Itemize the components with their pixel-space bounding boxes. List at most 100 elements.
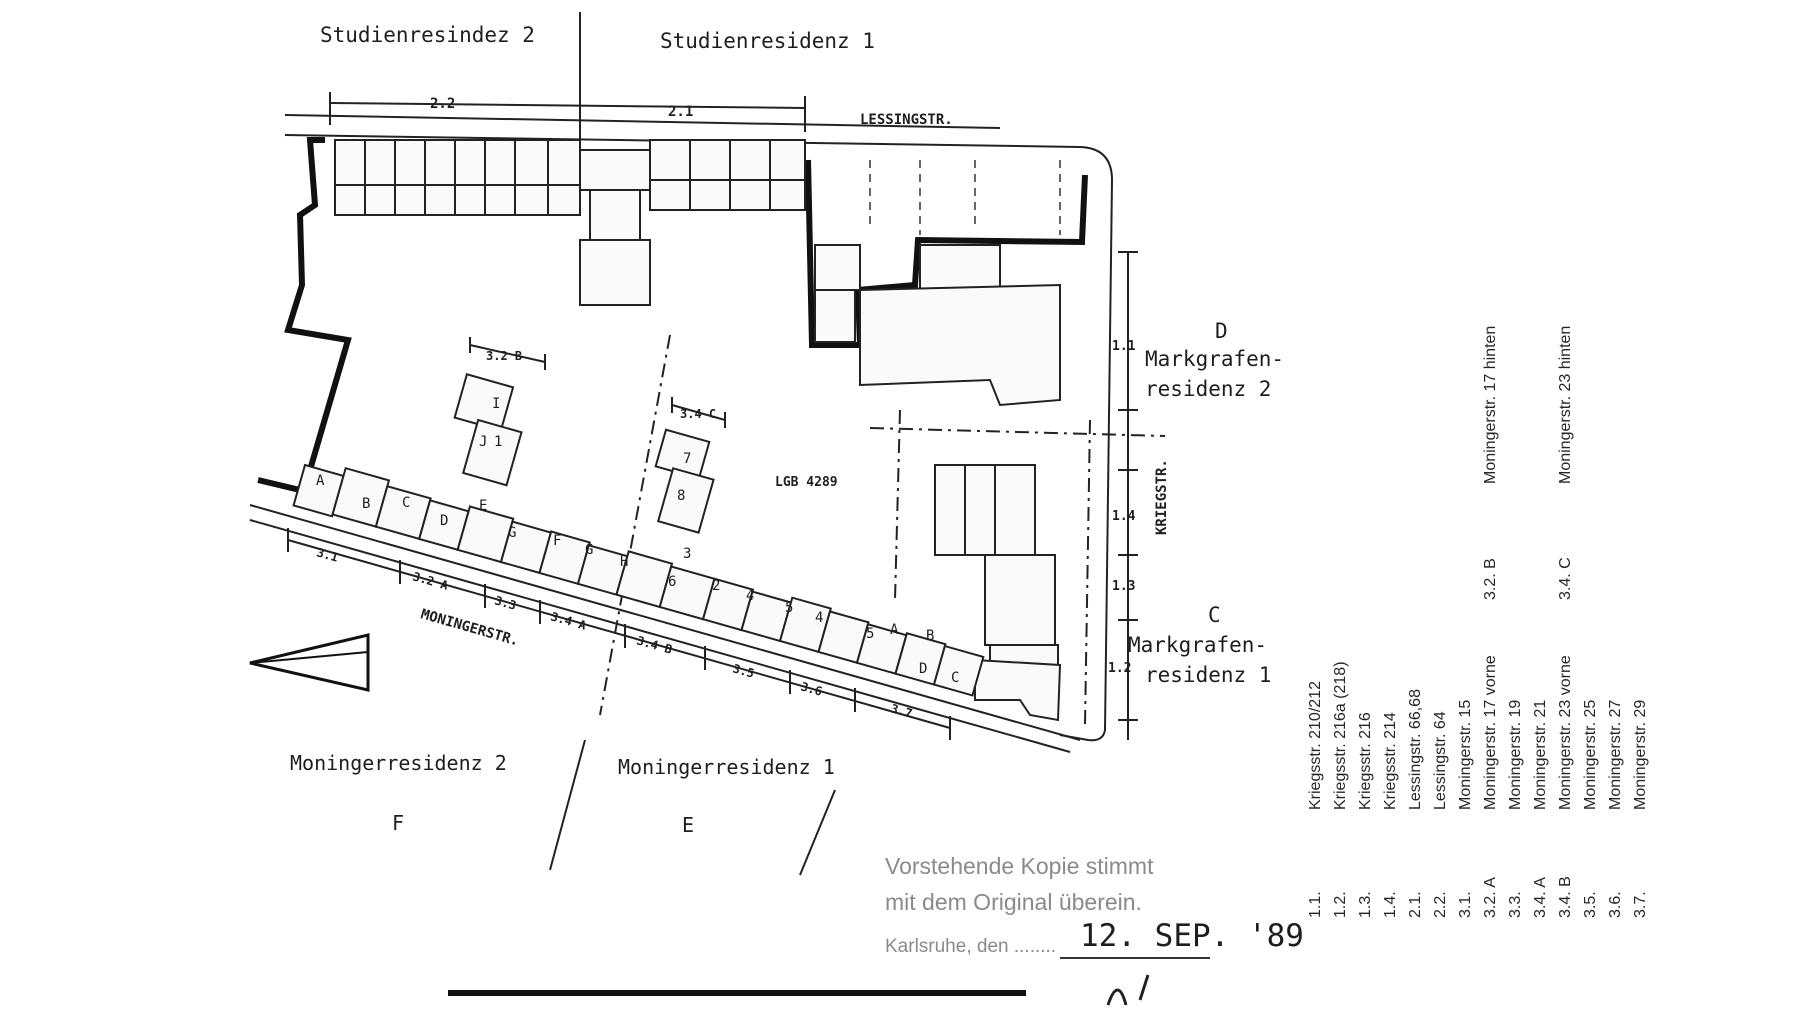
- markgrafen-2-letter: D: [1215, 319, 1228, 343]
- legend-address: Kriegsstr. 210/212: [1307, 681, 1324, 810]
- stamp-line3: Karlsruhe, den ........: [885, 936, 1056, 957]
- legend-address: Moningerstr. 29: [1632, 700, 1649, 810]
- unit-letters: A B C D E G F G H I J 7 8 3 6 2 4 5 4 5 …: [316, 396, 959, 686]
- moningerstr-label: MONINGERSTR.: [419, 606, 521, 649]
- unit-letter: 4: [746, 588, 754, 604]
- moningerresidenz-1-letter: E: [682, 813, 694, 837]
- legend-number: 2.1.: [1407, 891, 1424, 918]
- legend-number: 3.7.: [1632, 891, 1649, 918]
- unit-letter: D: [440, 513, 448, 529]
- north-arrow-stem: [249, 651, 369, 664]
- unit-letter: 3: [683, 546, 691, 562]
- stamp-date: 12. SEP. '89: [1080, 918, 1304, 954]
- unit-letter: E: [479, 498, 487, 514]
- segment-3-5-label: 3.5: [731, 661, 756, 680]
- legend-address: Kriegsstr. 216: [1357, 712, 1374, 810]
- legend-number: 3.3.: [1507, 891, 1524, 918]
- signature-mark: [1106, 974, 1150, 1006]
- moninger-buildings: [292, 463, 985, 697]
- legend-address: Moningerstr. 15: [1457, 700, 1474, 810]
- studienresidenz-2-label: Studienresindez 2: [320, 23, 535, 47]
- unit-letter: C: [402, 495, 410, 511]
- unit-letter: G: [585, 542, 593, 558]
- legend-number: 3.4. A: [1532, 877, 1549, 918]
- segment-3-4c-tag: 3.4 C: [680, 407, 716, 421]
- moningerresidenz-2-label: Moningerresidenz 2: [290, 751, 507, 775]
- bottom-dimension-line: [287, 528, 951, 740]
- legend-address: Moningerstr. 21: [1532, 700, 1549, 810]
- legend-number: 3.1.: [1457, 891, 1474, 918]
- legend-address: Lessingstr. 66,68: [1407, 689, 1424, 810]
- unit-letter: I: [492, 396, 500, 412]
- legend-extra-address: Moningerstr. 17 hinten: [1482, 326, 1499, 484]
- legend-number: 3.5.: [1582, 891, 1599, 918]
- unit-letter: 2: [712, 578, 720, 594]
- markgrafen-2-line1: Markgrafen-: [1145, 347, 1284, 371]
- unit-letter: A: [890, 622, 899, 638]
- moningerresidenz-1-label: Moningerresidenz 1: [618, 755, 835, 779]
- segment-1-4-label: 1.4: [1112, 509, 1136, 524]
- residence-dividers: [549, 334, 1166, 876]
- stamp-line1: Vorstehende Kopie stimmt: [885, 853, 1154, 879]
- unit-letter: 5: [785, 600, 793, 616]
- address-legend: 1.1. 1.2. 1.3. 1.4. 2.1. 2.2. 3.1. 3.2. …: [1307, 326, 1649, 918]
- unit-letter: 8: [677, 488, 685, 504]
- legend-address: Kriegsstr. 216a (218): [1332, 661, 1349, 810]
- legend-address: Moningerstr. 19: [1507, 700, 1524, 810]
- legend-number: 3.6.: [1607, 891, 1624, 918]
- legend-address: Moningerstr. 27: [1607, 700, 1624, 810]
- unit-letter: A: [316, 473, 325, 489]
- unit-letter: 4: [815, 610, 823, 626]
- lessingstr-label: LESSINGSTR.: [860, 112, 953, 128]
- markgrafen-1-line2: residenz 1: [1145, 663, 1271, 687]
- top-dimension-line: [284, 92, 1001, 132]
- studien-buildings: [334, 139, 806, 306]
- segment-1-1-label: 1.1: [1112, 339, 1136, 354]
- segment-1-3-label: 1.3: [1112, 579, 1135, 594]
- legend-address: Lessingstr. 64: [1432, 711, 1449, 810]
- east-buildings: [934, 464, 1062, 722]
- legend-extra-number: 3.4. C: [1557, 557, 1574, 600]
- unit-letter: C: [951, 670, 959, 686]
- north-arrow: [249, 633, 370, 692]
- legend-number: 1.4.: [1382, 891, 1399, 918]
- segment-3-1-label: 3.1: [315, 545, 340, 564]
- segment-2-1-label: 2.1: [668, 104, 693, 120]
- bottom-bar: [448, 990, 1026, 996]
- moningerresidenz-2-letter: F: [392, 811, 404, 835]
- legend-number: 1.1.: [1307, 891, 1324, 918]
- kriegstr-label: KRIEGSTR.: [1154, 459, 1170, 535]
- legend-address: Moningerstr. 25: [1582, 700, 1599, 810]
- legend-address: Kriegsstr. 214: [1382, 712, 1399, 810]
- unit-letter: 7: [683, 451, 691, 467]
- segment-3-3-label: 3.3: [493, 593, 518, 612]
- unit-letter: B: [926, 628, 934, 644]
- unit-letter: F: [553, 533, 561, 549]
- segment-3-6-label: 3.6: [799, 679, 824, 698]
- segment-3-2b-tag: 3.2 B: [486, 349, 522, 363]
- unit-letter: G: [508, 525, 516, 541]
- segment-3-7-label: 3.7: [889, 701, 914, 720]
- rear-wings: [453, 373, 715, 534]
- markgrafen-2-line2: residenz 2: [1145, 377, 1271, 401]
- legend-address: Moningerstr. 17 vorne: [1482, 655, 1499, 810]
- legend-extra-number: 3.2. B: [1482, 558, 1499, 600]
- markgrafen-1-letter: C: [1208, 603, 1221, 627]
- segment-2-2-label: 2.2: [430, 96, 455, 112]
- legend-address: Moningerstr. 23 vorne: [1557, 655, 1574, 810]
- segment-3-4b-label: 3.4 B: [635, 633, 674, 656]
- legend-number: 3.4. B: [1557, 876, 1574, 918]
- legend-number: 3.2. A: [1482, 877, 1499, 918]
- unit-letter: 1: [494, 434, 502, 450]
- stamp-line2: mit dem Original überein.: [885, 889, 1142, 915]
- segment-3-2a-label: 3.2 A: [411, 569, 450, 593]
- unit-letter: H: [620, 554, 628, 570]
- unit-letter: 6: [668, 574, 676, 590]
- ne-buildings: [814, 160, 1061, 407]
- unit-letter: J: [479, 434, 487, 450]
- unit-letter: D: [919, 661, 927, 677]
- plot-number-label: LGB 4289: [775, 475, 838, 490]
- segment-1-2-label: 1.2: [1108, 661, 1131, 676]
- section-brackets: [469, 337, 726, 428]
